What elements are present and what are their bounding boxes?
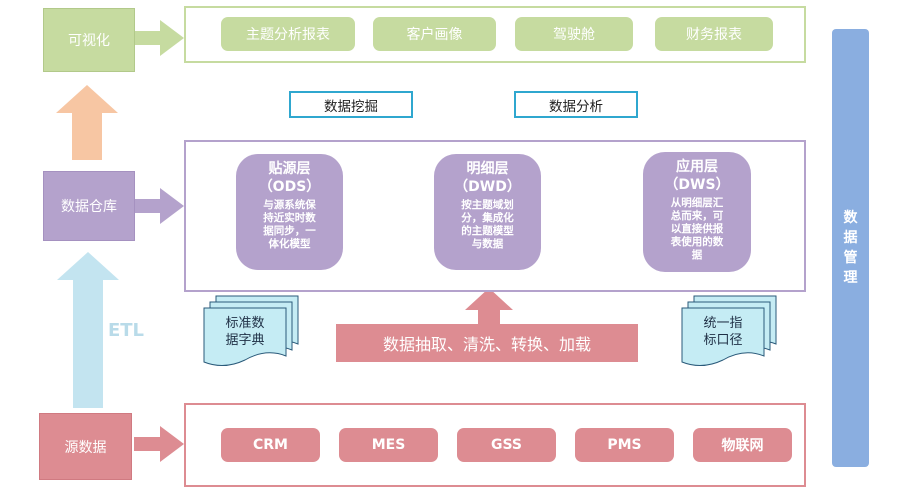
source-data-label: 源数据	[64, 439, 107, 456]
data-analysis-label: 数据分析	[549, 98, 603, 115]
viz-item-label: 客户画像	[406, 27, 463, 43]
viz-item-customer-profile: 客户画像	[373, 17, 496, 51]
layer-code: （DWS）	[664, 177, 730, 193]
data-mining-box: 数据挖掘	[289, 91, 413, 118]
visualization-label-box: 可视化	[43, 8, 135, 72]
data-warehouse-label: 数据仓库	[61, 199, 117, 215]
up-arrow-orange	[56, 85, 118, 160]
source-label: PMS	[607, 437, 642, 453]
standard-dictionary-label: 标准数 据字典	[225, 316, 265, 348]
layer-description: 从明细层汇总而来，可 以直接供报表使用的数 据	[670, 197, 724, 261]
arrow-up-etl	[465, 288, 513, 324]
layer-dwd: 明细层 （DWD） 按主题域划分，集成化 的主题模型与数据	[434, 154, 541, 270]
arrow-right-source	[134, 426, 184, 462]
source-label: GSS	[490, 437, 523, 453]
etl-process-bar: 数据抽取、清洗、转换、加载	[336, 324, 638, 362]
layer-description: 与源系统保持近实时数 据同步，一体化模型	[263, 199, 316, 250]
visualization-label: 可视化	[68, 33, 110, 49]
data-analysis-box: 数据分析	[514, 91, 638, 118]
doc-stack-standard	[203, 295, 299, 366]
viz-item-financial-report: 财务报表	[655, 17, 773, 51]
data-mining-label: 数据挖掘	[324, 98, 378, 115]
source-label: MES	[371, 437, 406, 453]
source-mes: MES	[339, 428, 438, 462]
source-label: 物联网	[721, 438, 764, 454]
layer-title: 应用层	[676, 159, 718, 175]
layer-code: （ODS）	[258, 179, 321, 195]
etl-label: ETL	[107, 319, 145, 341]
source-iot: 物联网	[693, 428, 792, 462]
viz-item-cockpit: 驾驶舱	[515, 17, 633, 51]
layer-dws: 应用层 （DWS） 从明细层汇总而来，可 以直接供报表使用的数 据	[643, 152, 751, 272]
arrow-right-visualization	[134, 20, 184, 56]
doc-stack-unified	[681, 295, 777, 366]
layer-description: 按主题域划分，集成化 的主题模型与数据	[461, 199, 514, 250]
layer-ods: 贴源层 （ODS） 与源系统保持近实时数 据同步，一体化模型	[236, 154, 343, 270]
source-crm: CRM	[221, 428, 320, 462]
up-arrow-blue	[57, 252, 119, 408]
etl-process-label: 数据抽取、清洗、转换、加载	[382, 335, 591, 354]
source-gss: GSS	[457, 428, 556, 462]
source-pms: PMS	[575, 428, 674, 462]
layer-title: 贴源层	[268, 161, 311, 177]
viz-item-label: 主题分析报表	[246, 27, 330, 43]
viz-item-topic-report: 主题分析报表	[221, 17, 355, 51]
source-label: CRM	[253, 437, 288, 453]
data-management-bar: 数 据 管 理	[832, 29, 869, 467]
arrow-right-warehouse	[134, 188, 184, 224]
layer-code: （DWD）	[454, 179, 521, 195]
data-warehouse-label-box: 数据仓库	[43, 171, 135, 241]
layer-title: 明细层	[466, 161, 509, 177]
viz-item-label: 财务报表	[686, 27, 742, 43]
viz-item-label: 驾驶舱	[553, 27, 595, 43]
unified-metric-label: 统一指 标口径	[703, 316, 743, 348]
source-data-label-box: 源数据	[39, 413, 132, 480]
